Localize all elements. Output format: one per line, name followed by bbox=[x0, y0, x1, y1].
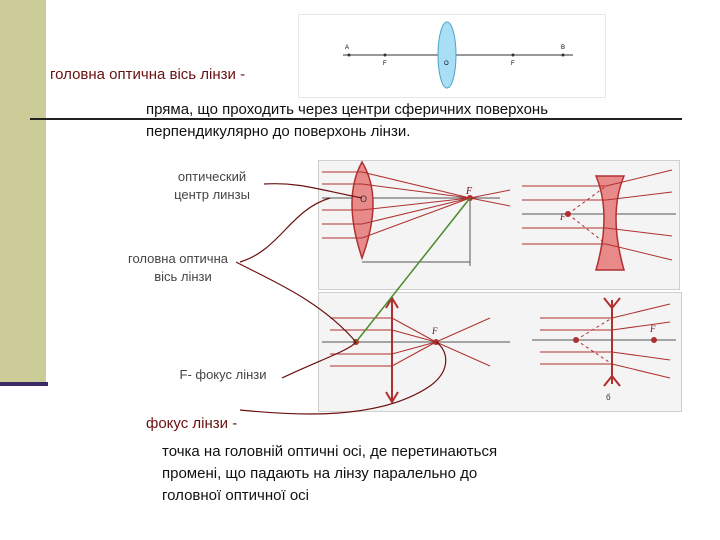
diverging-rays-bottom bbox=[540, 303, 671, 379]
axis-definition-line1: пряма, що проходить через центри сферичн… bbox=[146, 101, 549, 118]
top-label-f-left: F bbox=[383, 61, 387, 67]
lens-panel-bottom bbox=[318, 292, 682, 412]
diverging-virtual-rays-top bbox=[567, 185, 607, 245]
diverging-arrow-bottom bbox=[603, 374, 621, 387]
label-optical-center-line2: центр линзы bbox=[174, 187, 250, 202]
focus-heading: фокус лінзи - bbox=[146, 415, 238, 432]
focus-label-bottom-left: F bbox=[431, 326, 438, 336]
converging-rays-bottom bbox=[330, 317, 491, 367]
pointer-to-optical-center bbox=[263, 183, 363, 199]
label-main-axis-line2: вісь лінзи bbox=[154, 269, 212, 284]
pointer-to-axis-bottom bbox=[235, 261, 357, 343]
sidebar-strip bbox=[0, 0, 46, 384]
lens-arrow-down bbox=[385, 391, 399, 404]
top-label-f-right: F bbox=[511, 61, 515, 67]
converging-rays-top bbox=[322, 171, 511, 239]
focus-definition-line2: промені, що падають на лінзу паралельно … bbox=[162, 465, 478, 482]
focus-point-bottom-right-inner bbox=[573, 337, 579, 343]
top-label-o: O bbox=[444, 61, 449, 67]
pointer-to-main-axis bbox=[239, 197, 331, 263]
diverging-lens-top bbox=[594, 175, 626, 271]
center-label-o: O bbox=[360, 194, 367, 204]
top-label-a: A bbox=[345, 45, 349, 51]
focus-label-top-right: F bbox=[559, 212, 566, 222]
top-lens-svg: A F O F B bbox=[343, 21, 573, 89]
diverging-arrow-top bbox=[603, 297, 621, 310]
diverging-rays-top bbox=[522, 169, 673, 261]
focus-point-top-right bbox=[565, 211, 571, 217]
focus-point-bottom-right bbox=[651, 337, 657, 343]
top-point-b bbox=[561, 53, 565, 57]
focus-label-top-left: F bbox=[465, 186, 473, 197]
pointer-to-focus-left bbox=[281, 341, 357, 379]
top-lens-shape bbox=[437, 21, 457, 89]
top-point-f-right bbox=[511, 53, 515, 57]
axis-heading: головна оптична вісь лінзи - bbox=[50, 66, 246, 83]
sidebar-accent-line bbox=[0, 382, 48, 386]
label-focus: F- фокус лінзи bbox=[179, 367, 267, 382]
top-point-a bbox=[347, 53, 351, 57]
label-main-axis-line1: головна оптична bbox=[128, 251, 228, 266]
top-lens-diagram: A F O F B bbox=[298, 14, 606, 98]
top-label-b: B bbox=[561, 45, 565, 51]
lens-label-b: б bbox=[606, 393, 611, 402]
axis-definition-line2: перпендикулярно до поверхонь лінзи. bbox=[146, 123, 411, 140]
focus-definition-line1: точка на головній оптичні осі, де перети… bbox=[162, 443, 498, 460]
focus-definition-line3: головної оптичної осі bbox=[162, 487, 310, 504]
green-connector-line bbox=[355, 197, 471, 343]
pointer-to-focus-bottom bbox=[239, 341, 447, 415]
divider-line bbox=[30, 118, 682, 120]
focus-label-bottom-right: F bbox=[649, 324, 656, 334]
lens-arrow-up bbox=[385, 296, 399, 309]
top-point-f-left bbox=[383, 53, 387, 57]
diverging-virtual-rays-bottom bbox=[575, 317, 613, 365]
label-optical-center-line1: оптический bbox=[177, 169, 247, 184]
